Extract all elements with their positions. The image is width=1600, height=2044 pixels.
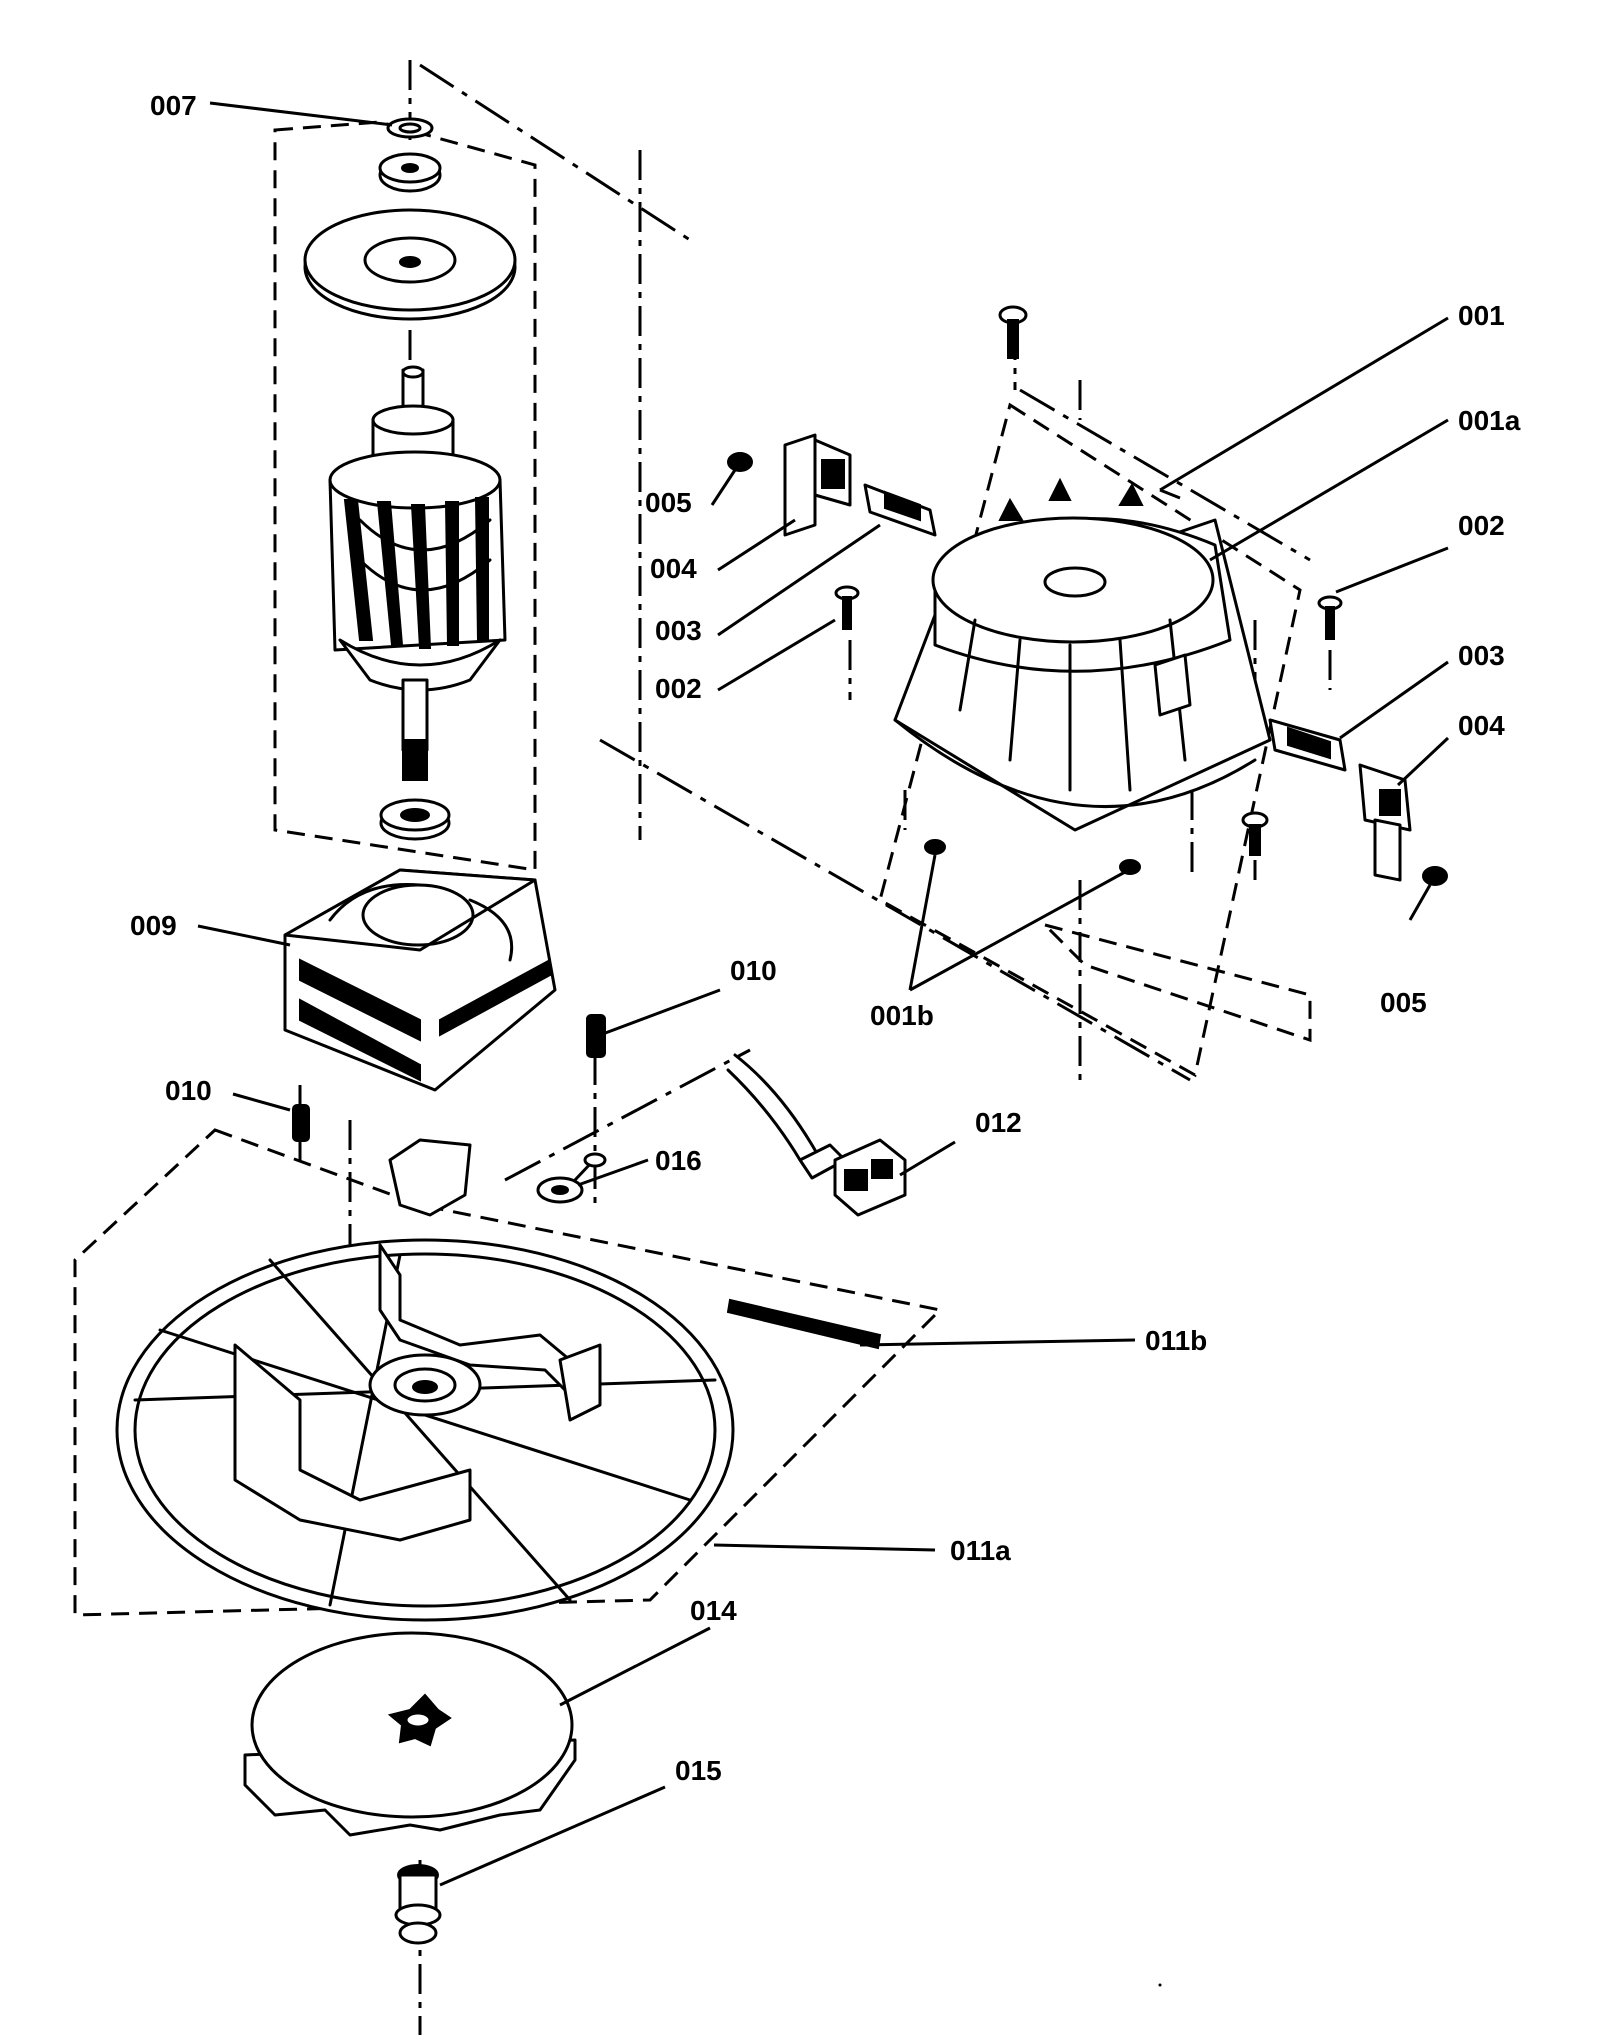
armature-baffle-disc [303,208,517,321]
part-010-spring-right [586,1014,606,1058]
part-016-terminal-ring [536,1152,607,1204]
part-011b-gasket-strip [726,1298,882,1350]
part-003-carbon-brush-right [1268,718,1347,772]
armature-rotor [328,365,507,781]
part-002-screw-right [1317,595,1343,640]
part-011a-fan-shroud [115,1138,735,1622]
part-010-spring-left [292,1104,310,1142]
callout-012: 012 [975,1107,1022,1138]
brush-holder-group-outline [1040,922,1312,1043]
part-001b-nut-right [1119,859,1141,875]
fan-shroud-group-outline [73,1128,944,1617]
callout-014: 014 [690,1595,737,1626]
armature-bearing-washer [379,798,451,841]
callout-010-right: 010 [730,955,777,986]
housing-top-screw [998,305,1028,359]
part-012-wire-lead-connector [726,1053,907,1217]
part-002-screw-left [834,585,860,630]
armature-group-outline [273,120,537,872]
callout-003-right: 003 [1458,640,1505,671]
stray-dot [1158,1983,1162,1987]
callout-009: 009 [130,910,177,941]
callout-016: 016 [655,1145,702,1176]
leader-lines [197,101,1450,1887]
callout-010-left: 010 [165,1075,212,1106]
callout-005-left: 005 [645,487,692,518]
callout-011a: 011a [950,1535,1011,1566]
part-003-carbon-brush-left [863,483,937,537]
callout-004-right: 004 [1458,710,1505,741]
part-004-brush-holder-left [783,433,852,537]
callout-015: 015 [675,1755,722,1786]
callout-001: 001 [1458,300,1505,331]
part-001a-motor-housing [893,477,1272,832]
part-007-retaining-washer [386,117,434,139]
callout-labels: 007 001 001a 005 004 003 002 002 003 004… [130,90,1521,1786]
part-009-stator [283,868,557,1092]
callout-005-right: 005 [1380,987,1427,1018]
part-015-fan-nut [394,1864,442,1945]
callout-007: 007 [150,90,197,121]
callout-003-left: 003 [655,615,702,646]
housing-side-screw [1241,811,1269,856]
callout-011b: 011b [1145,1325,1207,1356]
callout-001b: 001b [870,1000,934,1031]
callout-002-right: 002 [1458,510,1505,541]
armature-spacer-washer [378,152,442,193]
part-004-brush-holder-right [1358,763,1412,882]
part-001b-nut-left [924,839,946,855]
callout-004-left: 004 [650,553,697,584]
callout-001a: 001a [1458,405,1521,436]
part-005-screw-right [1422,866,1448,886]
callout-002-left: 002 [655,673,702,704]
part-005-screw-left [727,452,753,472]
armature-windings [343,497,492,649]
part-014-cooling-fan [243,1631,577,1837]
